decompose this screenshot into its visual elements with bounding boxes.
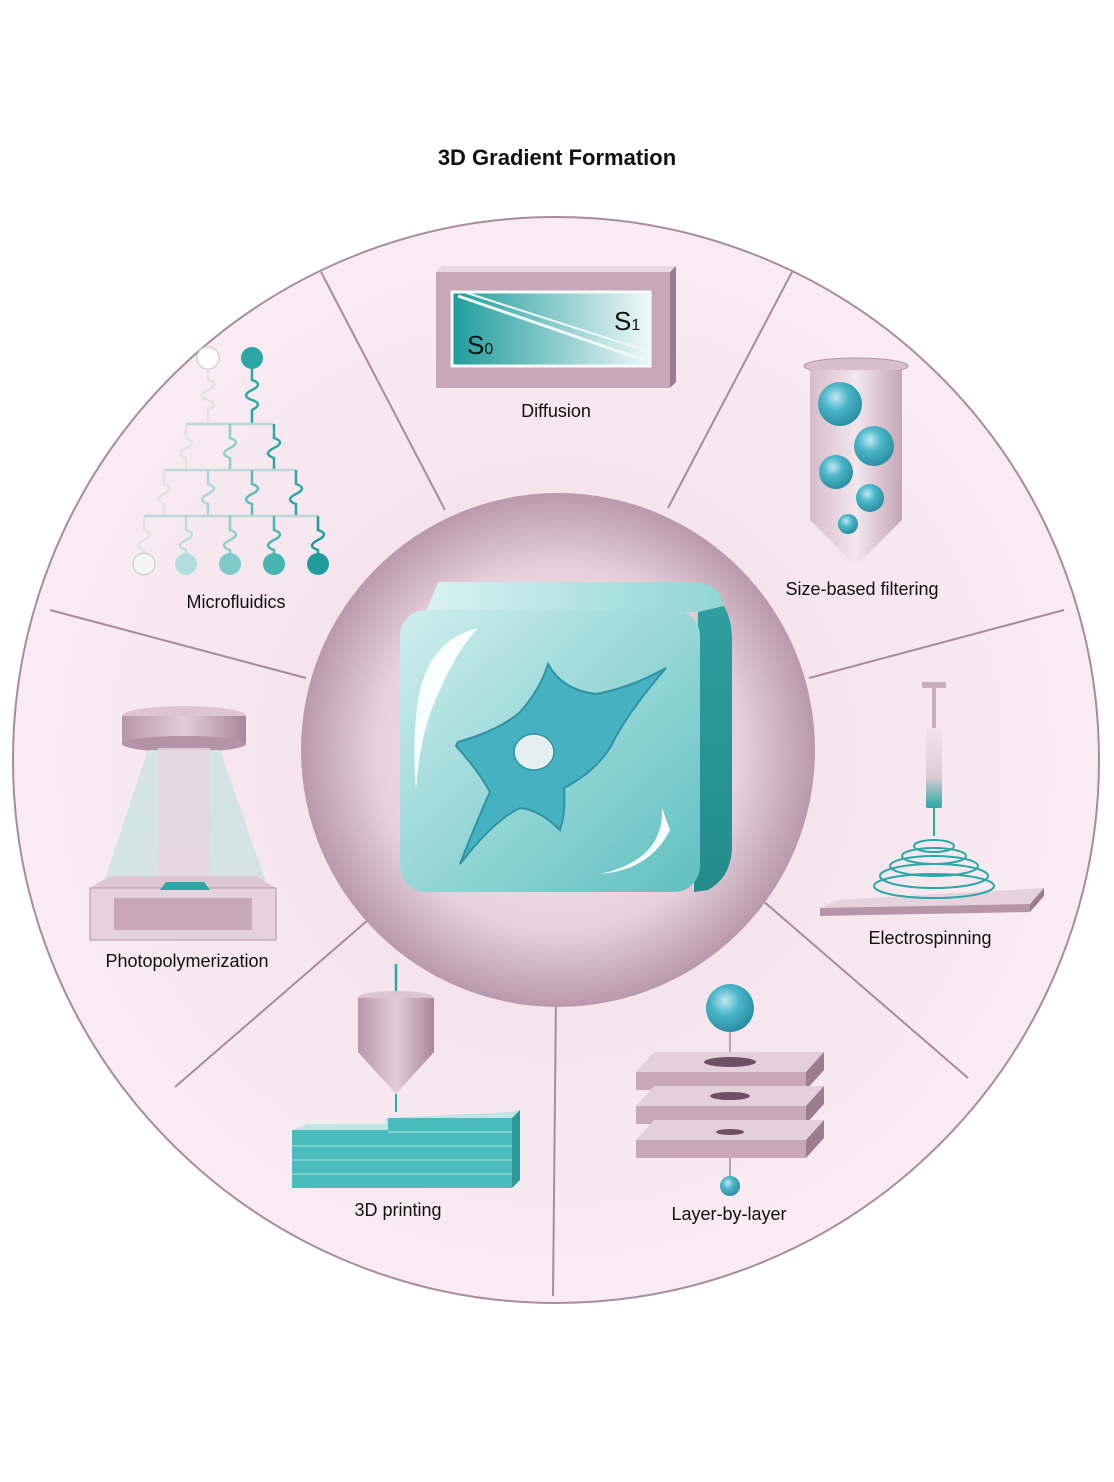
outlet-port <box>263 553 285 575</box>
diffusion-label: Diffusion <box>521 401 591 421</box>
electrospinning-label: Electrospinning <box>868 928 991 948</box>
outlet-port <box>132 552 156 576</box>
layer-plate <box>636 1052 824 1090</box>
outlet-port <box>219 553 241 575</box>
bead-icon <box>720 1176 740 1196</box>
diffusion-chamber-side <box>670 266 676 388</box>
bead-icon <box>818 382 862 426</box>
photopolymerization-label: Photopolymerization <box>105 951 268 971</box>
bead-icon <box>854 426 894 466</box>
hydrogel-cube-icon <box>400 582 732 892</box>
divider-line <box>49 609 307 679</box>
inlet-port <box>241 347 263 369</box>
bead-icon <box>706 984 754 1032</box>
print-layer-lines <box>292 1131 512 1175</box>
electrospinning-icon <box>820 682 1044 916</box>
photopolymerization-icon <box>89 706 277 941</box>
lamp-column <box>158 748 210 884</box>
printer-nozzle <box>358 998 434 1094</box>
divider-line <box>761 899 969 1079</box>
diffusion-icon: S0 S1 <box>436 266 676 388</box>
cell-icon <box>454 661 667 865</box>
cube-highlight <box>414 628 478 790</box>
layer-by-layer-icon <box>636 984 824 1196</box>
cube-top-face <box>426 582 724 612</box>
divider-line <box>667 271 793 509</box>
printer-icon <box>292 964 520 1188</box>
diffusion-chamber-top <box>436 266 676 272</box>
3d-printing-label: 3D printing <box>354 1200 441 1220</box>
syringe-plunger-cap <box>922 682 946 688</box>
layer-plate <box>636 1086 824 1124</box>
divider-line <box>320 271 446 511</box>
collector-plate <box>820 904 1030 916</box>
printed-construct <box>292 1130 512 1188</box>
bead-icon <box>838 514 858 534</box>
microfluidic-network-icon <box>136 366 326 556</box>
printed-construct-side <box>512 1110 520 1188</box>
s1-label: S1 <box>614 306 640 336</box>
syringe-barrel <box>926 728 942 808</box>
lamp-bottom <box>122 736 246 752</box>
divider-line <box>552 994 557 1297</box>
diffusion-membrane <box>457 294 645 362</box>
photo-sample <box>160 882 210 890</box>
collector-plate-side <box>1030 888 1044 912</box>
outlet-port <box>175 553 197 575</box>
tray-well <box>114 898 252 930</box>
microfluidics-label: Microfluidics <box>186 592 285 612</box>
sector-dividers <box>49 271 1065 1297</box>
bead-icon <box>819 455 853 489</box>
figure-title: 3D Gradient Formation <box>437 145 677 170</box>
s0-label: S0 <box>467 330 493 360</box>
cell-nucleus <box>513 733 555 771</box>
diffusion-membrane <box>463 291 651 353</box>
size-filter-tube-icon <box>803 357 909 566</box>
fiber-coil <box>873 839 995 899</box>
size-filtering-label: Size-based filtering <box>785 579 938 599</box>
cube-highlight <box>600 808 670 874</box>
bead-icon <box>856 484 884 512</box>
divider-line <box>174 919 369 1088</box>
layer-by-layer-label: Layer-by-layer <box>671 1204 786 1224</box>
layer-plate <box>636 1120 824 1158</box>
outlet-port <box>307 553 329 575</box>
inlet-port <box>196 346 220 370</box>
microfluidic-ports <box>132 346 329 576</box>
cube-side-face <box>694 606 732 892</box>
printed-construct-upper <box>388 1118 512 1132</box>
divider-line <box>808 609 1065 679</box>
